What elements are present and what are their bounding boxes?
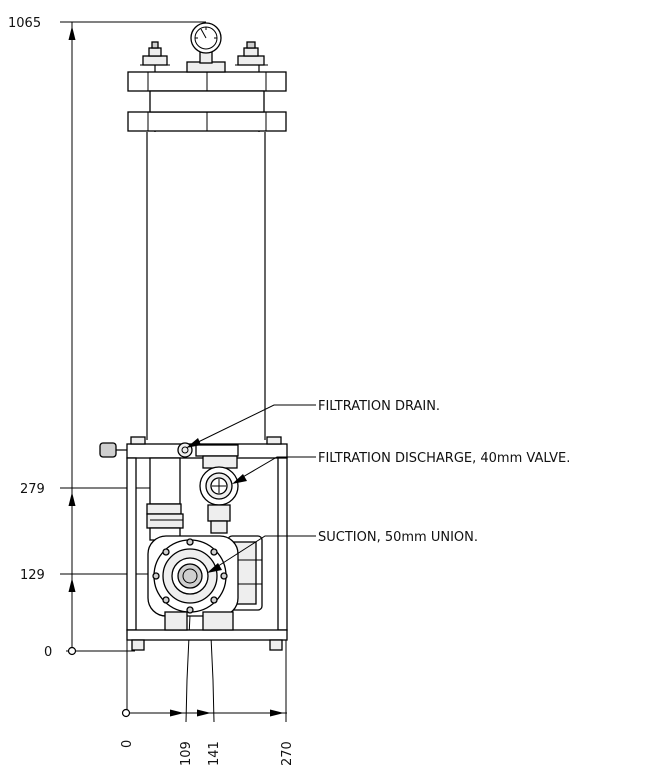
dim-label-w141: 141	[207, 741, 222, 766]
pump-assembly	[147, 535, 263, 631]
dim-label-w0: 0	[120, 740, 135, 748]
origin-marker-vertical	[67, 646, 77, 656]
plumbing	[146, 442, 239, 541]
wing-nut-left-icon	[140, 41, 170, 66]
arrow-w109	[170, 709, 184, 717]
discharge-valve-icon	[195, 444, 239, 534]
arrow-1065	[68, 26, 76, 40]
dim-label-w270: 270	[280, 741, 295, 766]
leader-drain	[189, 404, 316, 447]
frame-left-post	[126, 457, 137, 631]
wing-nut-right-icon	[235, 41, 268, 66]
leader-suction	[211, 535, 316, 571]
arrow-129	[68, 578, 76, 592]
pump-frame	[99, 436, 288, 651]
dim-label-279: 279	[20, 482, 45, 497]
drain-side-cap	[99, 442, 117, 458]
dim-label-0-vertical: 0	[44, 645, 52, 660]
horizontal-dimension-system: 0 109 141 270	[120, 614, 295, 766]
leader-discharge	[235, 456, 316, 482]
dim-label-129: 129	[20, 568, 45, 583]
leader-suction-arrow	[207, 563, 222, 573]
arrow-279	[68, 492, 76, 506]
frame-base-plate	[126, 629, 288, 641]
arrow-w141	[197, 709, 211, 717]
frame-right-post	[277, 457, 288, 631]
clamp-spacer	[149, 90, 265, 113]
frame-foot-left	[131, 639, 145, 651]
dim-label-w109: 109	[179, 741, 194, 766]
filter-housing	[127, 22, 287, 440]
leader-discharge-arrow	[232, 474, 247, 484]
dim-label-1065: 1065	[8, 16, 41, 31]
arrow-w270	[270, 709, 284, 717]
suction-piping	[146, 457, 184, 541]
frame-foot-right	[269, 639, 283, 651]
callout-filtration-discharge: FILTRATION DISCHARGE, 40mm VALVE.	[318, 451, 570, 466]
callout-filtration-drain: FILTRATION DRAIN.	[318, 399, 440, 414]
callouts: FILTRATION DRAIN. FILTRATION DISCHARGE, …	[186, 399, 570, 573]
callout-suction: SUCTION, 50mm UNION.	[318, 530, 478, 545]
pressure-gauge-icon	[186, 22, 226, 73]
origin-marker-horizontal	[121, 708, 131, 718]
leader-drain-arrow	[186, 438, 201, 448]
vertical-dimension-system: 1065 279 129 0	[8, 16, 206, 660]
